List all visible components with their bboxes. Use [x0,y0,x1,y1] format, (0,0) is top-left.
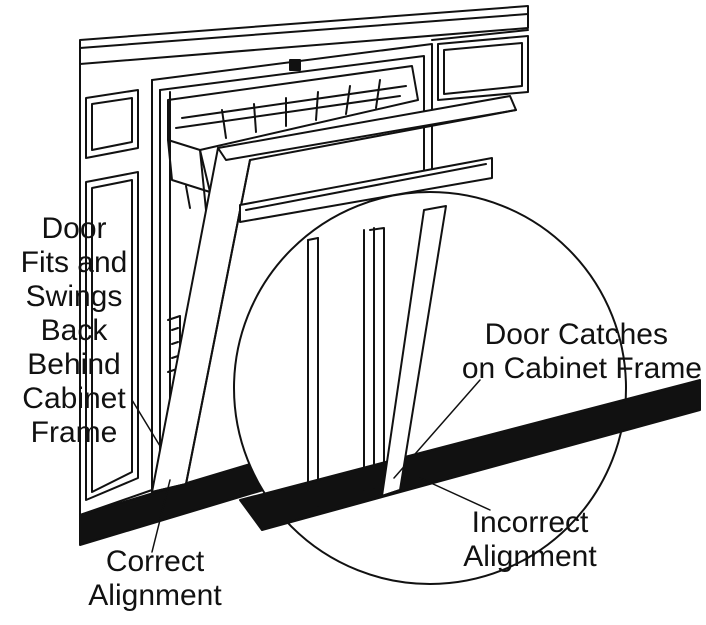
label-incorrect-alignment: Incorrect Alignment [440,506,620,574]
label-line: Door Catches [484,318,668,351]
label-line: Behind [27,348,121,381]
detail-circle [233,191,701,585]
label-line: Fits and [20,246,128,279]
label-line: Frame [30,416,118,449]
label-line: Incorrect [471,506,589,539]
label-line: Correct [105,545,205,578]
label-line: Back [40,314,108,347]
countertop [79,5,529,65]
label-line: Swings [25,280,123,313]
label-line: Alignment [88,579,222,612]
label-line: Door [41,212,107,245]
label-correct-alignment: Correct Alignment [70,545,240,613]
left-cabinet [79,63,153,516]
label-line: Cabinet [22,382,126,415]
label-door-catches: Door Catches on Cabinet Frame [410,318,702,386]
leader-lines [131,379,491,553]
label-line: Alignment [463,540,597,573]
right-cabinet [431,29,529,101]
door-panel [151,95,517,493]
dishwasher-tub [151,43,433,491]
label-door-fits-and-swings: Door Fits and Swings Back Behind Cabinet… [8,212,140,450]
label-line: on Cabinet Frame [461,352,702,385]
